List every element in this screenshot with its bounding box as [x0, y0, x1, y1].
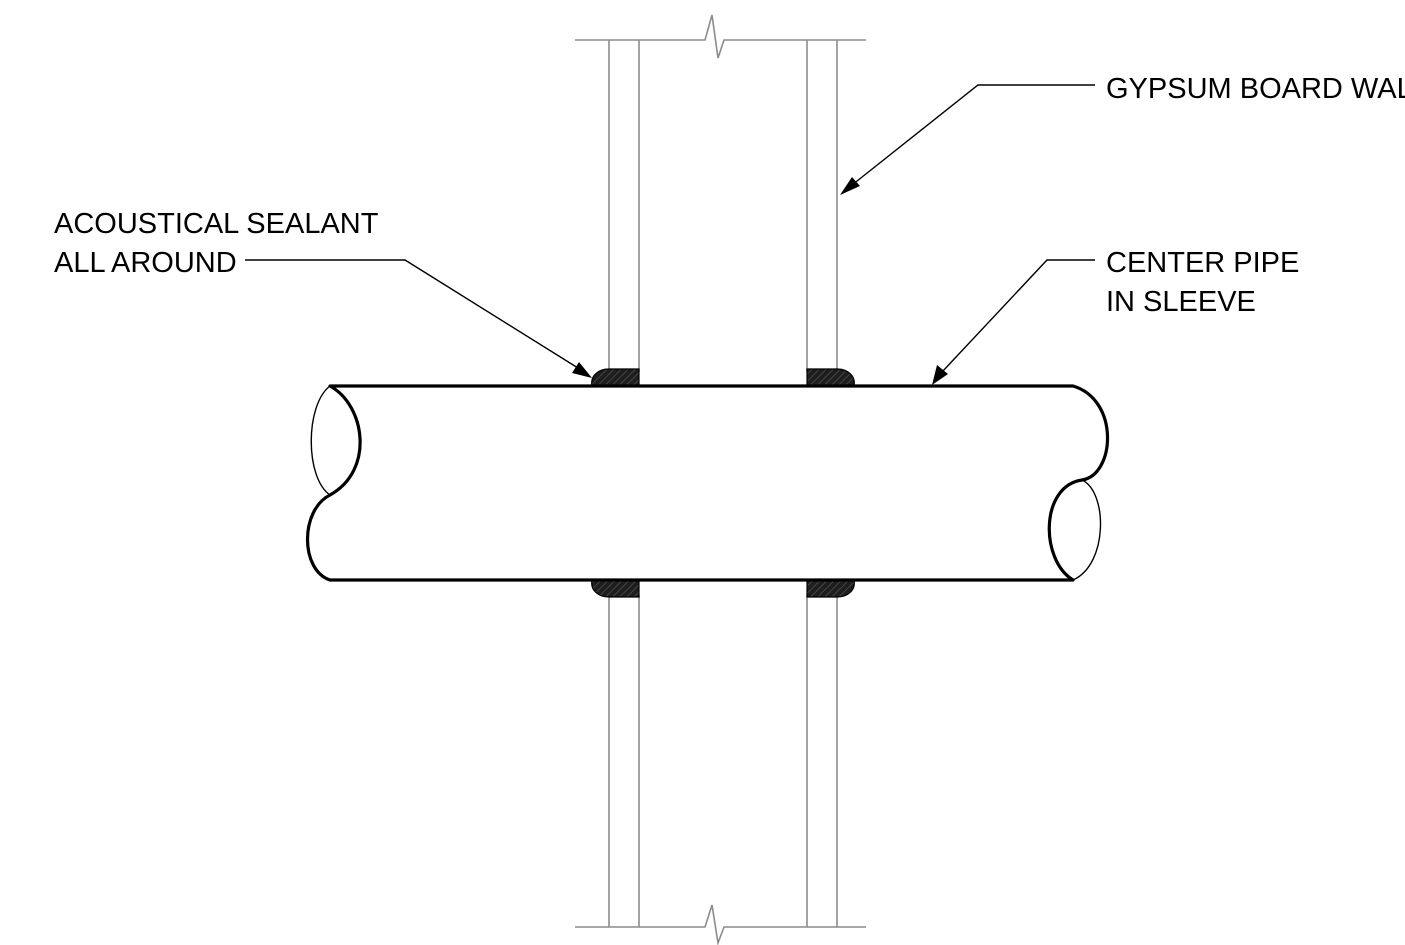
gypsum-wall-label: GYPSUM BOARD WALL — [1106, 73, 1405, 105]
wall-break-line-top — [575, 14, 866, 59]
callout-labels: GYPSUM BOARD WALL ACOUSTICAL SEALANT ALL… — [54, 73, 1405, 318]
gypsum-wall-arrowhead — [840, 177, 860, 195]
leaders — [245, 84, 1095, 385]
sealant-label-line2: ALL AROUND — [54, 247, 237, 279]
pipe-label-line1: CENTER PIPE — [1106, 247, 1299, 279]
sealant-bead-top-right — [806, 368, 855, 387]
pipe — [305, 384, 1110, 582]
wall-break-line-bottom — [575, 904, 866, 945]
pipe-leader — [941, 259, 1095, 373]
sealant-label-line1: ACOUSTICAL SEALANT — [54, 208, 379, 240]
gypsum-wall-upper — [575, 14, 866, 372]
pipe-right-break-arc — [1072, 479, 1102, 581]
sealant-bead-bottom-left — [591, 579, 640, 598]
pipe-body — [305, 384, 1110, 582]
sealant-bead-bottom-right — [806, 579, 855, 598]
gypsum-wall-leader — [851, 84, 1095, 186]
pipe-arrowhead — [932, 365, 948, 385]
sealant-leader — [245, 259, 579, 369]
pipe-label-line2: IN SLEEVE — [1106, 286, 1256, 318]
sealant-arrowhead — [572, 362, 592, 378]
acoustical-sealant-beads — [591, 368, 855, 598]
gypsum-wall-lower — [575, 595, 866, 945]
pipe-left-break-arc — [310, 385, 331, 496]
sealant-bead-top-left — [591, 368, 640, 387]
